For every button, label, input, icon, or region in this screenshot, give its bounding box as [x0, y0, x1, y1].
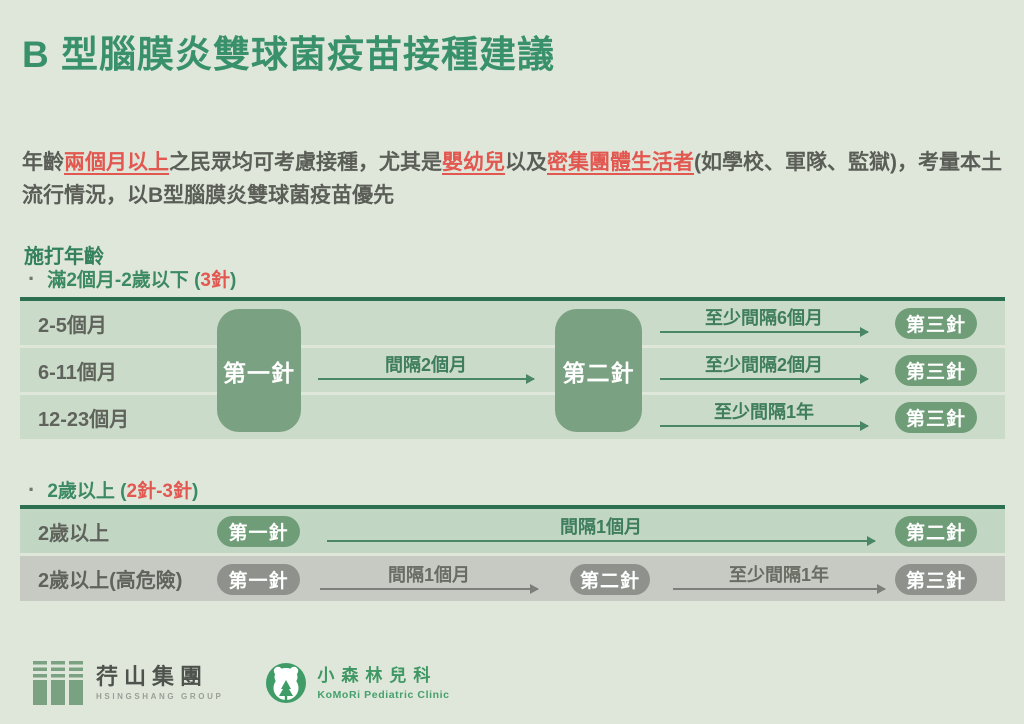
dose1-pill-over2: 第一針 [217, 516, 300, 547]
komori-clinic-bear-logo-icon [266, 663, 307, 703]
clinic-name: 小森林兒科 [317, 665, 438, 685]
section-heading-vaccination-age: 施打年齡 [24, 246, 104, 268]
dose1-pill-highrisk: 第一針 [217, 564, 300, 595]
dose2-pill-highrisk: 第二針 [570, 564, 650, 595]
interval-label: 至少間隔6個月 [704, 308, 823, 328]
dose3-pill-row3: 第三針 [895, 402, 977, 433]
interval-label: 至少間隔2個月 [704, 355, 823, 375]
dose3-pill-highrisk: 第三針 [895, 564, 977, 595]
bullet-infant-schedule: · 滿2個月-2歲以下 (3針) [28, 265, 236, 292]
bullet-infant-label: 滿2個月-2歲以下 (3針) [47, 270, 237, 291]
row-label-6-11-months: 6-11個月 [38, 361, 117, 384]
interval-label: 間隔1個月 [387, 565, 470, 585]
group-subtitle: HSINGSHANG GROUP [96, 692, 224, 701]
row-label-12-23-months: 12-23個月 [38, 408, 130, 431]
clinic-subtitle: KoMoRi Pediatric Clinic [317, 688, 450, 701]
clinic-logo-text: 小森林兒科 KoMoRi Pediatric Clinic [317, 666, 449, 701]
interval-label: 至少間隔1年 [713, 402, 814, 422]
dose3-pill-row2: 第三針 [895, 355, 977, 386]
intro-paragraph: 年齡兩個月以上之民眾均可考慮接種，尤其是嬰幼兒以及密集團體生活者(如學校、軍隊、… [22, 151, 1002, 207]
interval-arrow-row1: 至少間隔6個月 [660, 308, 869, 337]
schedule-table-over2: 2歲以上 2歲以上(高危險) 第一針 間隔1個月 第二針 第一針 間隔1個月 第… [20, 505, 1005, 609]
arrow-line-icon [318, 374, 535, 384]
interval-arrow-highrisk-2: 至少間隔1年 [673, 565, 886, 594]
arrow-line-icon [660, 421, 869, 431]
table-row: 2-5個月 [20, 301, 1005, 345]
bullet-dot-icon: · [28, 265, 36, 291]
group-name: 荇山集團 [96, 664, 209, 689]
interval-arrow-mid: 間隔2個月 [318, 355, 535, 384]
group-logo-text: 荇山集團 HSINGSHANG GROUP [96, 664, 224, 702]
clinic-logo-block: 小森林兒科 KoMoRi Pediatric Clinic [265, 662, 449, 704]
interval-arrow-row2: 至少間隔2個月 [660, 355, 869, 384]
interval-arrow-over2: 間隔1個月 [327, 517, 876, 546]
row-label-2-5-months: 2-5個月 [38, 314, 107, 337]
table-row: 6-11個月 [20, 348, 1005, 392]
interval-arrow-highrisk-1: 間隔1個月 [320, 565, 539, 594]
interval-arrow-row3: 至少間隔1年 [660, 402, 869, 431]
arrow-line-icon [327, 536, 876, 546]
arrow-line-icon [660, 374, 869, 384]
bullet-dot-icon: · [28, 476, 36, 502]
table-row: 2歲以上 [20, 509, 1005, 553]
dose1-block: 第一針 [217, 309, 301, 432]
arrow-line-icon [320, 584, 539, 594]
bullet-over2-schedule: · 2歲以上 (2針-3針) [28, 476, 198, 503]
table-row: 2歲以上(高危險) [20, 556, 1005, 601]
bullet-over2-label: 2歲以上 (2針-3針) [47, 481, 199, 502]
footer: 荇山集團 HSINGSHANG GROUP 小森林兒科 KoMoRi Pedia… [33, 660, 450, 706]
arrow-line-icon [673, 584, 886, 594]
table-row: 12-23個月 [20, 395, 1005, 439]
arrow-line-icon [660, 327, 869, 337]
interval-label: 間隔1個月 [559, 517, 642, 537]
schedule-table-infant: 2-5個月 6-11個月 12-23個月 第一針 間隔2個月 第二針 至少間隔6… [20, 297, 1005, 443]
row-label-over2: 2歲以上 [38, 522, 110, 545]
page-title: B 型腦膜炎雙球菌疫苗接種建議 [22, 34, 555, 75]
interval-label: 至少間隔1年 [728, 565, 829, 585]
dose2-block: 第二針 [555, 309, 642, 432]
group-logo-block: 荇山集團 HSINGSHANG GROUP [33, 660, 223, 706]
row-label-over2-highrisk: 2歲以上(高危險) [38, 570, 183, 592]
interval-label: 間隔2個月 [384, 355, 467, 375]
dose2-pill-over2: 第二針 [895, 516, 977, 547]
dose3-pill-row1: 第三針 [895, 308, 977, 339]
hsingshang-group-logo-icon [33, 661, 83, 705]
